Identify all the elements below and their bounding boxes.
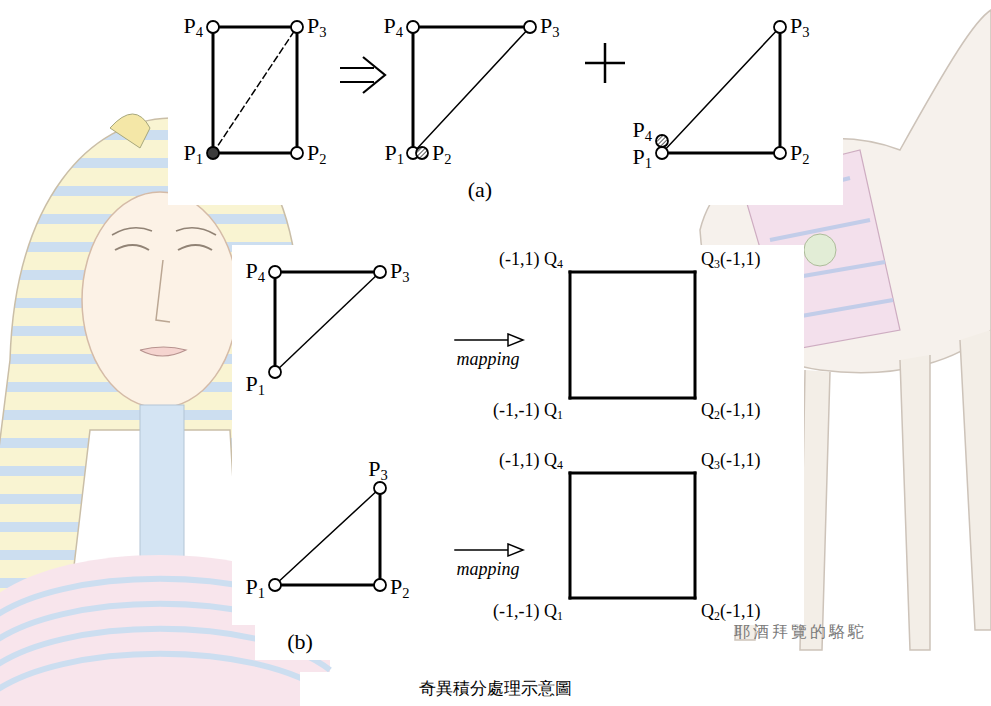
element-edge — [413, 26, 530, 29]
nose — [156, 260, 170, 322]
element-edge — [274, 272, 277, 372]
vertex-label: P2 — [307, 141, 327, 164]
implies-arrow — [340, 57, 385, 93]
arrow-bar — [340, 81, 374, 83]
vertex-label: P1 — [384, 141, 404, 164]
corner-coordinate: (-1,-1) Q1 — [493, 401, 563, 420]
vertex-label: P1 — [245, 575, 265, 598]
face — [82, 192, 238, 408]
vertex-label: P3 — [307, 14, 327, 37]
panel — [232, 245, 804, 625]
element-edge — [570, 472, 695, 475]
corner-coordinate: Q3(-1,1) — [701, 250, 760, 269]
element-edge — [413, 27, 530, 153]
eyes — [115, 245, 212, 250]
vertex-node — [524, 21, 536, 33]
mapping-arrowhead — [508, 334, 523, 346]
vertex-label: P2 — [790, 141, 810, 164]
element-edge — [275, 584, 380, 587]
vertex-label: P1 — [632, 145, 652, 168]
vertex-node — [774, 147, 786, 159]
cobra — [110, 114, 150, 148]
vertex-label: P2 — [432, 141, 452, 164]
caption: 奇異積分處理示意圖 — [419, 680, 572, 698]
vertex-node — [269, 366, 281, 378]
vertex-label: P2 — [390, 575, 410, 598]
plus-bar — [604, 43, 607, 83]
vertex-node — [207, 147, 219, 159]
vertex-label: P3 — [790, 14, 810, 37]
vertex-node — [291, 147, 303, 159]
beard — [140, 405, 184, 565]
element-edge — [570, 597, 695, 600]
figure-label: (b) — [287, 630, 313, 653]
mapping-arrowhead — [508, 544, 523, 556]
vertex-label: P1 — [245, 372, 265, 395]
element-edge — [275, 488, 380, 585]
vertex-node — [407, 21, 419, 33]
corner-coordinate: (-1,1) Q4 — [499, 250, 563, 269]
element-figures — [207, 21, 786, 598]
element-edge — [779, 27, 782, 153]
vertex-label: P4 — [383, 14, 403, 37]
element-edge — [275, 271, 380, 274]
element-edge — [570, 271, 695, 274]
element-edge — [275, 272, 380, 372]
element-edge — [412, 27, 415, 153]
corner-coordinate: Q2(-1,1) — [701, 602, 760, 621]
panel — [168, 0, 843, 205]
element-edge — [569, 272, 572, 398]
vertex-label: P1 — [183, 141, 203, 164]
mapping-label: mapping — [457, 350, 520, 369]
element-edge — [570, 397, 695, 400]
mapping-label: mapping — [457, 560, 520, 579]
element-edge — [694, 473, 697, 598]
vertex-node — [656, 135, 668, 147]
vertex-node — [269, 266, 281, 278]
vertex-node — [374, 579, 386, 591]
brows — [112, 228, 216, 235]
watermark: 耶酒拜覽的駱駝 — [734, 624, 867, 641]
dashed-diagonal — [213, 27, 297, 153]
element-edge — [662, 27, 780, 153]
element-edge — [455, 339, 510, 341]
vertex-label: P4 — [183, 14, 203, 37]
vertex-label: P3 — [540, 14, 560, 37]
vertex-node — [416, 147, 428, 159]
corner-coordinate: Q3(-1,1) — [701, 451, 760, 470]
vertex-label: P3 — [368, 457, 388, 480]
vertex-label: P4 — [632, 118, 652, 141]
element-edge — [694, 272, 697, 398]
vertex-node — [374, 266, 386, 278]
element-edge — [569, 473, 572, 598]
vertex-label: P3 — [390, 259, 410, 282]
element-edge — [379, 488, 382, 585]
vertex-node — [291, 21, 303, 33]
corner-coordinate: (-1,-1) Q1 — [493, 602, 563, 621]
element-edge — [455, 549, 510, 551]
lips — [140, 347, 186, 356]
element-edge — [296, 27, 299, 153]
element-edge — [662, 152, 780, 155]
vertex-label: P4 — [245, 259, 265, 282]
panel — [255, 620, 345, 660]
vertex-node — [656, 147, 668, 159]
vertex-node — [774, 21, 786, 33]
figure-label: (a) — [468, 178, 492, 201]
arrow-head — [363, 57, 385, 93]
plus-sign — [585, 43, 625, 83]
element-edge — [213, 26, 297, 29]
blanket-ornament — [804, 234, 836, 266]
corner-coordinate: Q2(-1,1) — [701, 401, 760, 420]
panel — [300, 672, 690, 706]
arrow-bar — [340, 67, 374, 69]
corner-coordinate: (-1,1) Q4 — [499, 451, 563, 470]
element-edge — [212, 27, 215, 153]
vertex-node — [269, 579, 281, 591]
vertex-node — [374, 482, 386, 494]
element-edge — [213, 152, 297, 155]
vertex-node — [207, 21, 219, 33]
